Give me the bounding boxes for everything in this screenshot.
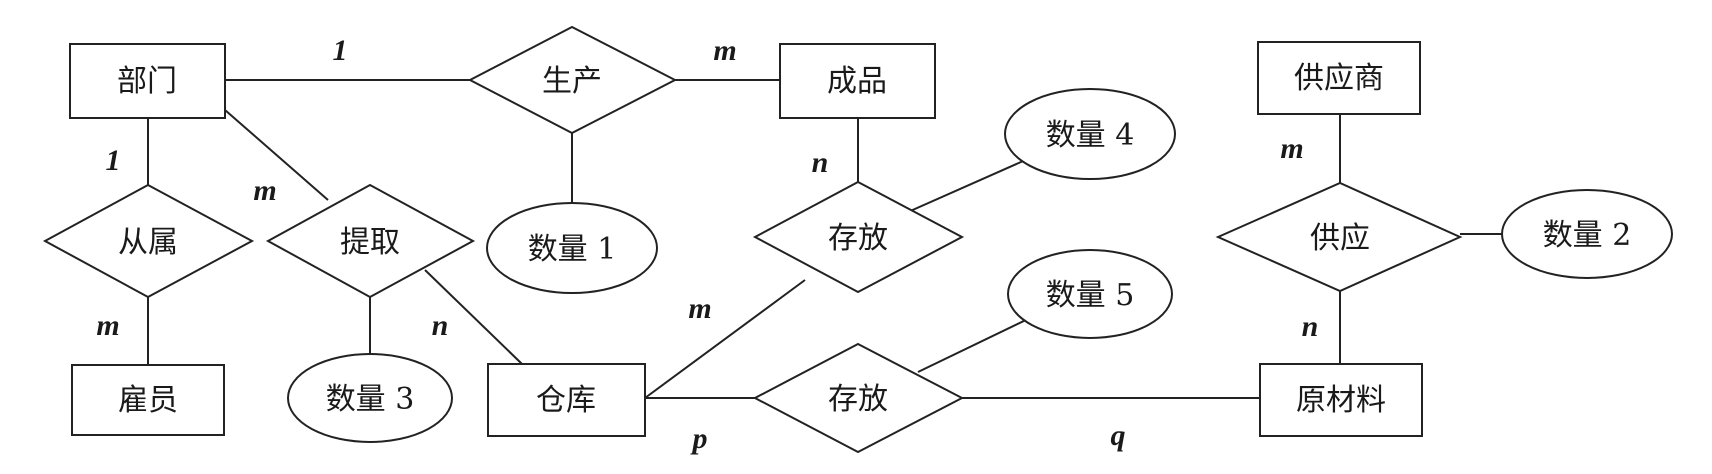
line-warehouse-store-product [644,279,806,399]
connector-lines [147,79,1507,399]
line-extract-warehouse [424,269,523,365]
relationship-belong: 从属 [42,183,255,299]
line-store-quantity4 [889,157,1031,221]
relationship-produce: 生产 [467,25,678,135]
entity-warehouse: 仓库 [487,363,646,437]
card-warehouse-store-product: m [688,292,711,325]
card-dept-belong: 1 [106,144,121,177]
entity-employee-label: 雇员 [118,383,178,418]
card-product-store: n [812,146,829,179]
entity-employee: 雇员 [71,364,225,436]
entity-product-label: 成品 [827,64,887,99]
attribute-quantity5-label: 数量 5 [1046,278,1135,313]
relationship-store-material-label: 存放 [828,382,888,417]
entity-department: 部门 [69,43,226,119]
entity-raw-material-label: 原材料 [1296,383,1386,418]
line-store-material-quantity5 [917,317,1031,373]
attribute-quantity4: 数量 4 [1004,88,1176,180]
card-dept-extract: m [253,174,276,207]
attribute-quantity5: 数量 5 [1007,249,1173,339]
attribute-quantity2: 数量 2 [1501,189,1673,279]
attribute-quantity1-label: 数量 1 [528,232,617,267]
relationship-store-material: 存放 [752,342,965,454]
line-dept-extract [224,109,329,201]
entity-raw-material: 原材料 [1259,363,1423,437]
attribute-quantity2-label: 数量 2 [1543,218,1632,253]
relationship-supply-label: 供应 [1310,221,1370,256]
relationship-store-product: 存放 [752,180,965,294]
relationship-extract: 提取 [265,183,476,299]
entity-department-label: 部门 [117,64,177,99]
attribute-quantity3-label: 数量 3 [326,382,415,417]
card-warehouse-store-material: p [690,422,708,455]
relationship-supply: 供应 [1215,181,1463,293]
relationship-produce-label: 生产 [542,64,602,99]
card-supplier-supply: m [1280,132,1303,165]
card-store-material-raw: q [1111,419,1126,452]
cardinality-labels: 1 m 1 m m n n m p q m n [96,34,1318,455]
relationship-belong-label: 从属 [118,225,178,260]
attribute-quantity3: 数量 3 [287,353,453,443]
card-belong-employee: m [96,309,119,342]
card-produce-product: m [713,34,736,67]
card-dept-produce: 1 [333,34,348,67]
entity-supplier: 供应商 [1257,41,1421,115]
entity-product: 成品 [779,43,936,119]
entity-supplier-label: 供应商 [1294,61,1384,96]
relationship-extract-label: 提取 [340,225,400,260]
attribute-quantity4-label: 数量 4 [1046,118,1135,153]
card-supply-raw: n [1302,310,1319,343]
relationship-store-product-label: 存放 [828,221,888,256]
entity-warehouse-label: 仓库 [536,383,596,418]
card-extract-warehouse: n [432,309,449,342]
attribute-quantity1: 数量 1 [486,202,658,294]
